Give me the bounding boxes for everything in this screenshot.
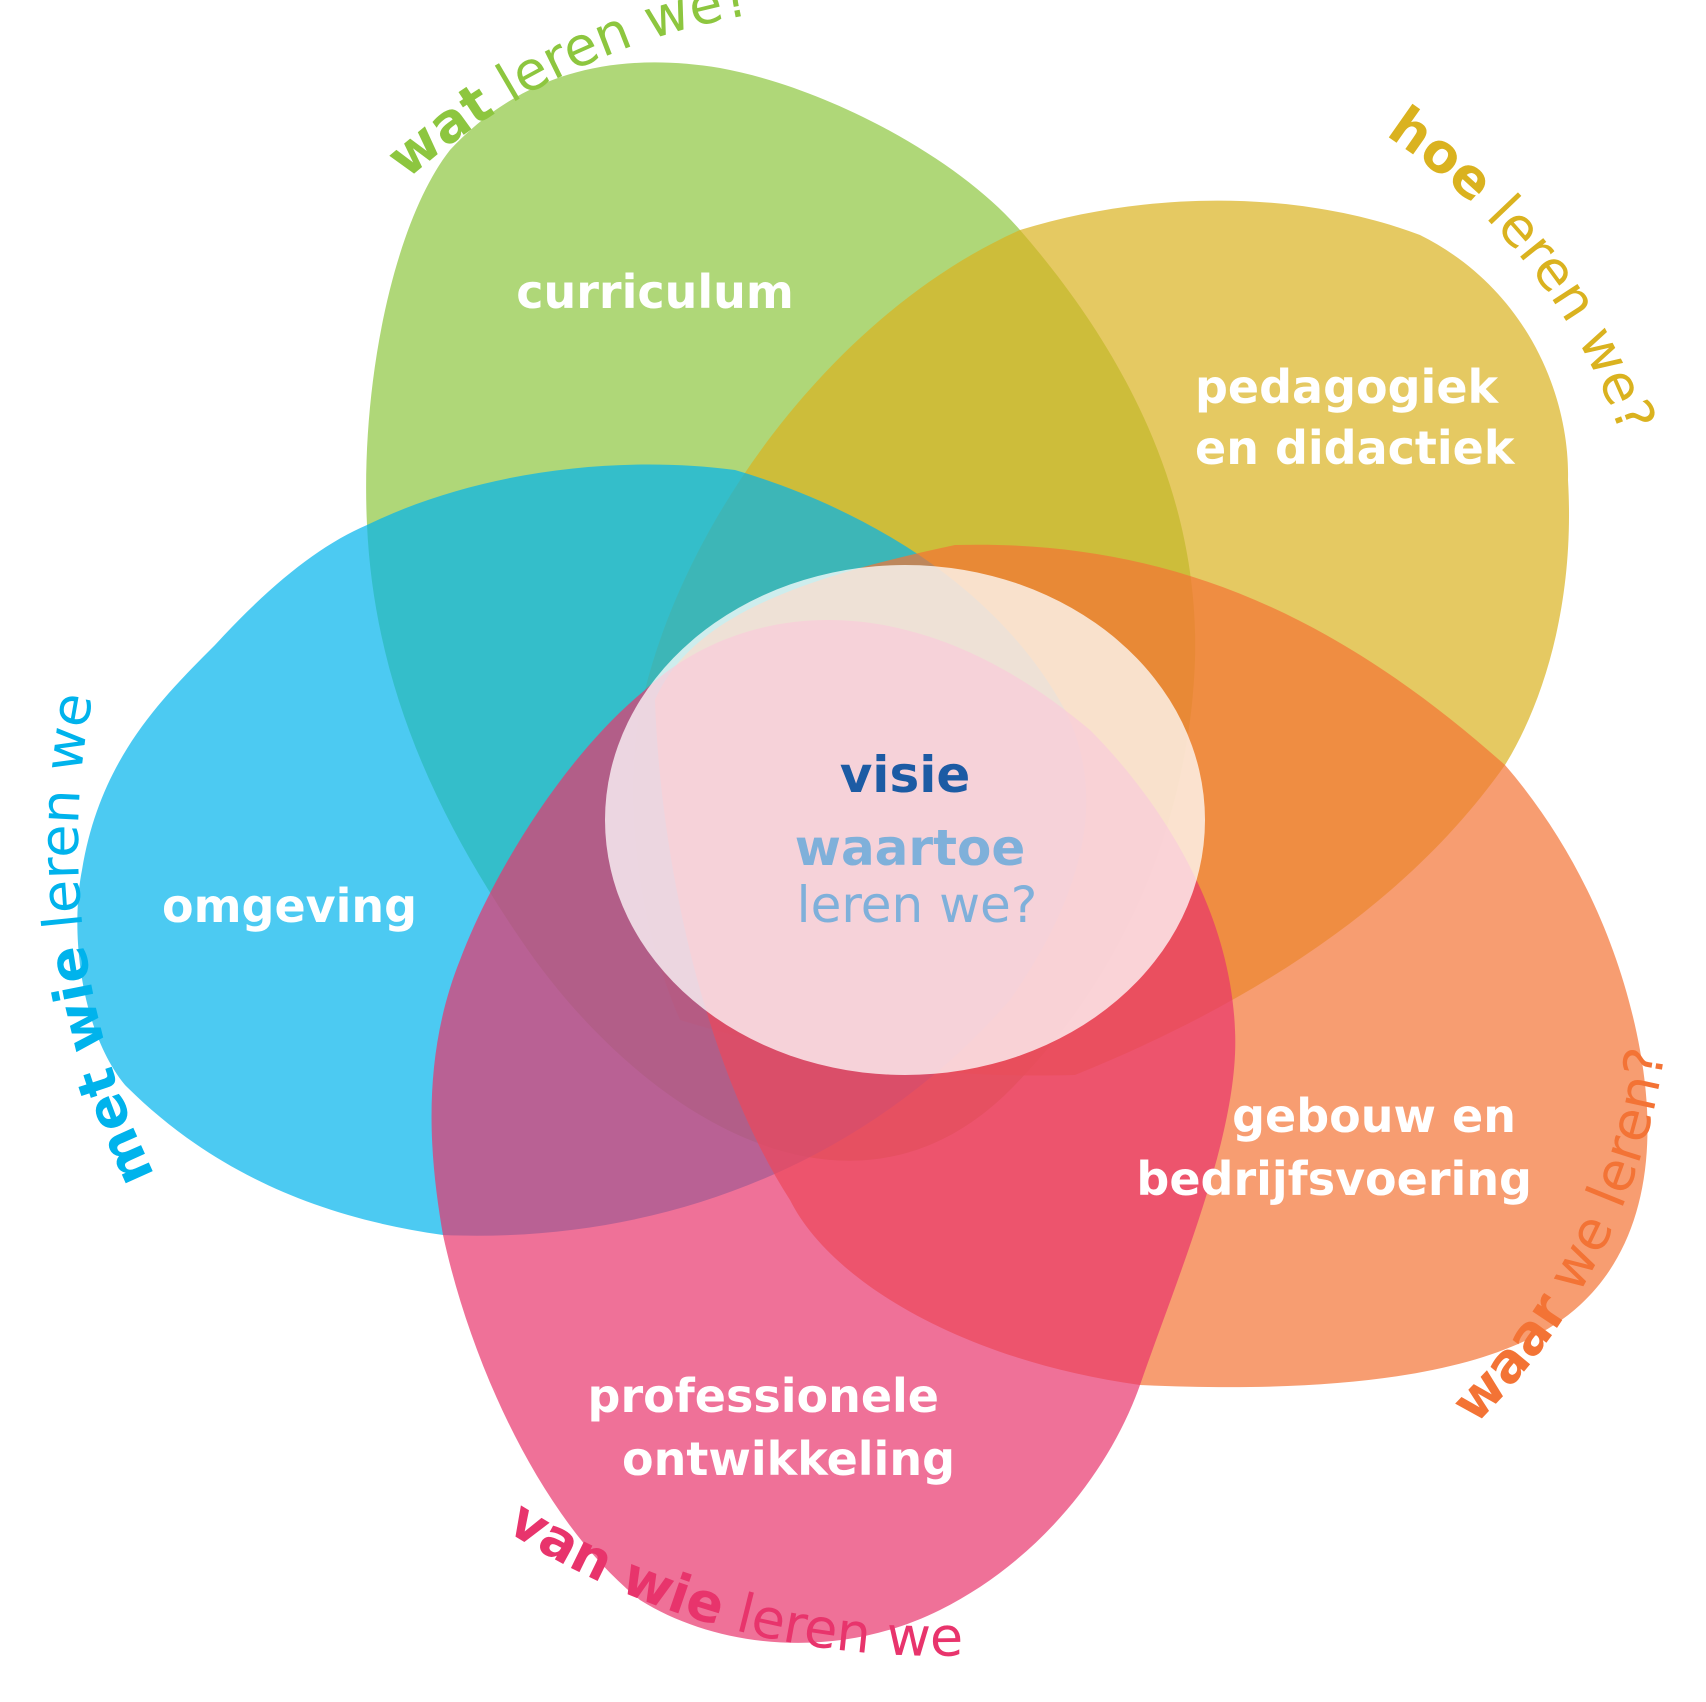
label-gebouw-line-2: bedrijfsvoering	[1136, 1152, 1532, 1206]
label-curriculum-line: curriculum	[516, 265, 794, 319]
label-omgeving-line: omgeving	[162, 879, 417, 933]
label-professionele-line-2: ontwikkeling	[622, 1432, 955, 1486]
center-title: visie	[840, 746, 971, 804]
label-professionele: professionele ontwikkeling	[588, 1369, 955, 1486]
label-pedagogiek-line-1: pedagogiek	[1195, 360, 1500, 414]
center-question-bold: waartoe	[795, 819, 1026, 877]
label-pedagogiek: pedagogiek en didactiek	[1195, 360, 1516, 475]
center-question-rest: leren we?	[797, 876, 1038, 934]
label-curriculum: curriculum	[516, 265, 794, 319]
label-omgeving: omgeving	[162, 879, 417, 933]
label-pedagogiek-line-2: en didactiek	[1195, 421, 1516, 475]
center-texts: visie waartoe leren we?	[795, 746, 1038, 934]
question-met-wie-rest: leren we?	[0, 0, 105, 932]
center-core	[605, 565, 1205, 1075]
petal-labels: curriculum pedagogiek en didactiek omgev…	[162, 265, 1532, 1486]
label-gebouw: gebouw en bedrijfsvoering	[1136, 1089, 1532, 1206]
label-gebouw-line-1: gebouw en	[1232, 1089, 1516, 1143]
label-professionele-line-1: professionele	[588, 1369, 939, 1423]
